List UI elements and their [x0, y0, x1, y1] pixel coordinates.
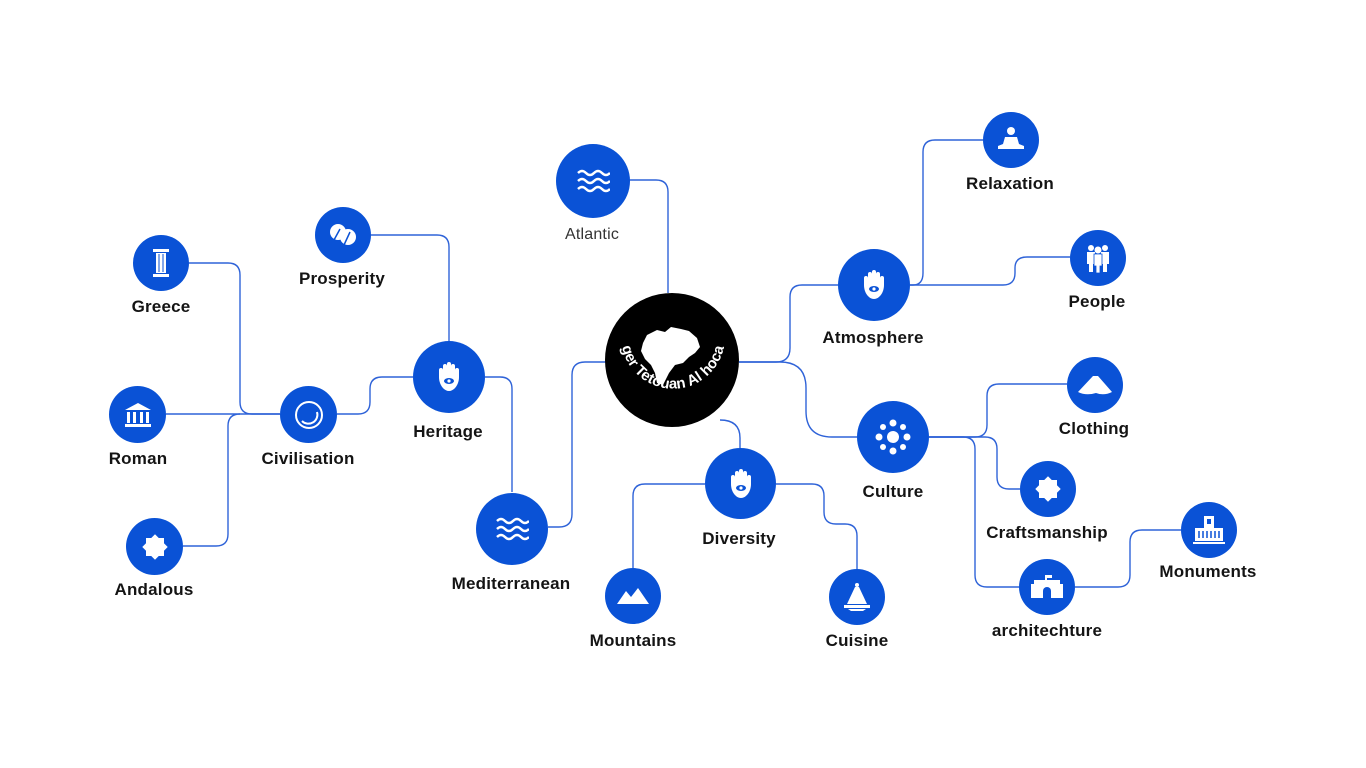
- link-heritage-mediterranean: [485, 376, 513, 492]
- prosperity-label: Prosperity: [298, 269, 386, 288]
- monuments-circle[interactable]: [1181, 502, 1237, 558]
- atlantic-circle[interactable]: [556, 144, 630, 218]
- link-cuisine: [776, 483, 858, 569]
- waves-icon: [496, 517, 529, 541]
- link-mountains: [632, 483, 705, 568]
- mountain-icon: [617, 588, 649, 604]
- craftsmanship-label: Craftsmanship: [986, 523, 1108, 542]
- andalous-circle[interactable]: [126, 518, 183, 575]
- link-culture: [739, 361, 857, 438]
- link-diversity: [719, 419, 741, 448]
- clothing-circle[interactable]: [1067, 357, 1123, 413]
- atlantic-label: Atlantic: [564, 226, 620, 243]
- hamsa-icon: [730, 468, 751, 498]
- greece-circle[interactable]: [133, 235, 189, 291]
- diversity-circle[interactable]: [705, 448, 776, 519]
- link-clothing: [929, 383, 1067, 438]
- link-monuments: [1075, 529, 1181, 588]
- people-label: People: [1068, 292, 1126, 311]
- atmosphere-label: Atmosphere: [822, 328, 924, 347]
- link-prosperity-heritage: [371, 234, 450, 341]
- monument-icon: [1193, 516, 1225, 544]
- link-civilisation-heritage: [337, 376, 413, 415]
- link-andalous: [183, 413, 241, 547]
- link-atmosphere: [739, 284, 838, 363]
- heritage-label: Heritage: [413, 422, 483, 441]
- people-circle[interactable]: [1070, 230, 1126, 286]
- greece-label: Greece: [131, 297, 191, 316]
- hamsa-icon: [864, 270, 884, 299]
- center-node[interactable]: Tanger Tetouan Al hocaima: [605, 293, 739, 427]
- relaxation-label: Relaxation: [966, 174, 1054, 193]
- diversity-label: Diversity: [702, 529, 776, 548]
- center-graphic: Tanger Tetouan Al hocaima: [605, 293, 728, 393]
- clothing-label: Clothing: [1058, 419, 1130, 438]
- link-craftsmanship: [929, 436, 1020, 490]
- culture-label: Culture: [862, 482, 924, 501]
- link-people: [910, 256, 1070, 286]
- architechture-label: architechture: [991, 621, 1103, 640]
- circle-people-icon: [875, 419, 911, 455]
- cuisine-circle[interactable]: [829, 569, 885, 625]
- leaf-icon: [330, 224, 356, 246]
- civilisation-label: Civilisation: [261, 449, 355, 468]
- link-architechture: [929, 436, 1019, 588]
- monuments-label: Monuments: [1159, 562, 1257, 581]
- culture-circle[interactable]: [857, 401, 929, 473]
- temple-icon: [124, 402, 151, 427]
- meditation-icon: [998, 127, 1024, 149]
- architechture-circle[interactable]: [1019, 559, 1075, 615]
- mediterranean-label: Mediterranean: [451, 574, 571, 593]
- people-icon: [1087, 245, 1109, 274]
- link-mediterranean: [548, 361, 610, 528]
- link-greece: [189, 262, 280, 415]
- star-icon: [141, 533, 168, 560]
- link-relaxation: [910, 139, 983, 286]
- civilisation-circle[interactable]: [280, 386, 337, 443]
- ring-icon: [294, 400, 323, 429]
- mountains-label: Mountains: [589, 631, 677, 650]
- clothing-icon: [1078, 376, 1112, 395]
- star-icon: [1035, 476, 1061, 502]
- column-icon: [153, 249, 169, 277]
- tajine-icon: [844, 583, 870, 611]
- mountains-circle[interactable]: [605, 568, 661, 624]
- mediterranean-circle[interactable]: [476, 493, 548, 565]
- andalous-label: Andalous: [114, 580, 194, 599]
- hamsa-icon: [439, 362, 459, 391]
- atmosphere-circle[interactable]: [838, 249, 910, 321]
- region-map-icon: [641, 327, 700, 385]
- cuisine-label: Cuisine: [825, 631, 889, 650]
- roman-label: Roman: [108, 449, 168, 468]
- castle-icon: [1031, 575, 1063, 598]
- heritage-circle[interactable]: [413, 341, 485, 413]
- craftsmanship-circle[interactable]: [1020, 461, 1076, 517]
- link-atlantic: [594, 179, 669, 293]
- waves-icon: [577, 169, 610, 193]
- prosperity-circle[interactable]: [315, 207, 371, 263]
- relaxation-circle[interactable]: [983, 112, 1039, 168]
- roman-circle[interactable]: [109, 386, 166, 443]
